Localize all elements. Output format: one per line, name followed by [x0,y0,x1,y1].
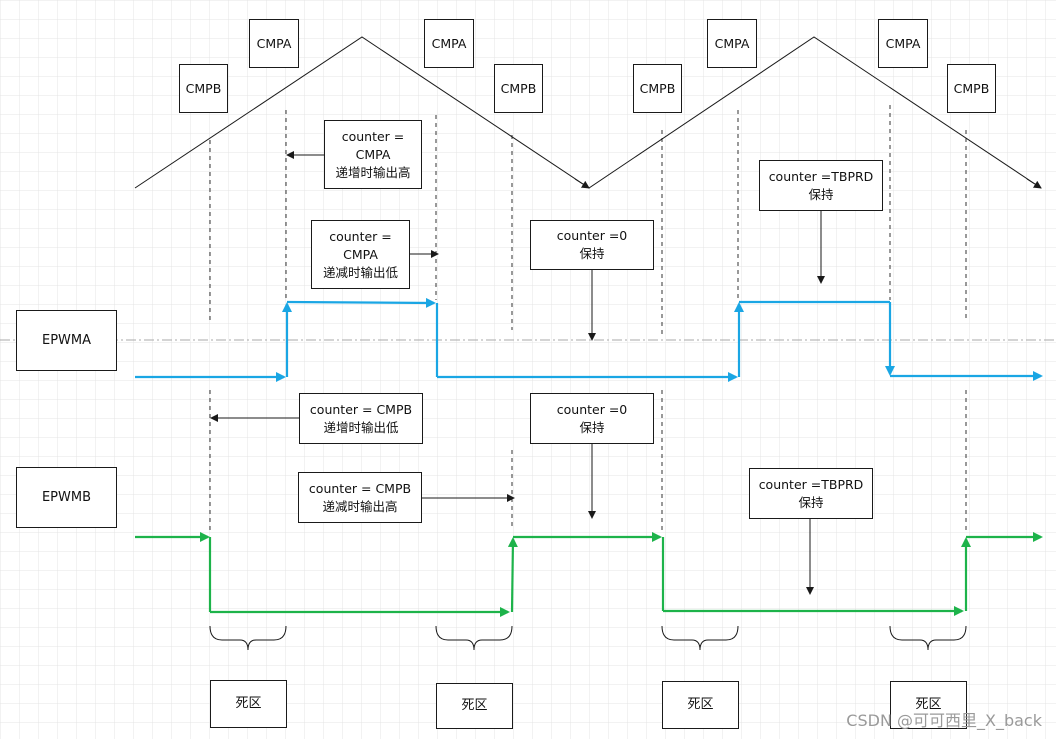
dead-zone-brace-2 [435,625,513,651]
dead-zone-label-1: 死区 [210,680,287,728]
counter-arrow-end [1026,178,1042,189]
cmpa-label-2: CMPA [424,19,474,68]
cmpa-label-1: CMPA [249,19,299,68]
cmpb-label-4: CMPB [947,64,996,113]
epwma-label: EPWMA [16,310,117,371]
epwmb-label: EPWMB [16,467,117,528]
dead-zone-label-2: 死区 [436,683,513,729]
dead-zone-brace-4 [889,625,967,651]
dead-zone-brace-3 [661,625,739,651]
cmpb-label-1: CMPB [179,64,228,113]
guide-lines [209,105,967,530]
epwma-waveform [135,297,1043,382]
dead-zone-label-4: 死区 [890,681,967,729]
cmpb-label-2: CMPB [494,64,543,113]
cmpa-label-3: CMPA [707,19,757,68]
watermark: CSDN @可可西里_X_back [846,711,1042,730]
counter-arrow-mid [574,178,590,189]
dead-zone-braces [209,625,967,651]
epwmb-waveform [135,532,1043,617]
dead-zone-label-3: 死区 [662,681,739,729]
dead-zone-brace-1 [209,625,287,651]
cmpa-label-4: CMPA [878,19,928,68]
cmpb-label-3: CMPB [633,64,682,113]
